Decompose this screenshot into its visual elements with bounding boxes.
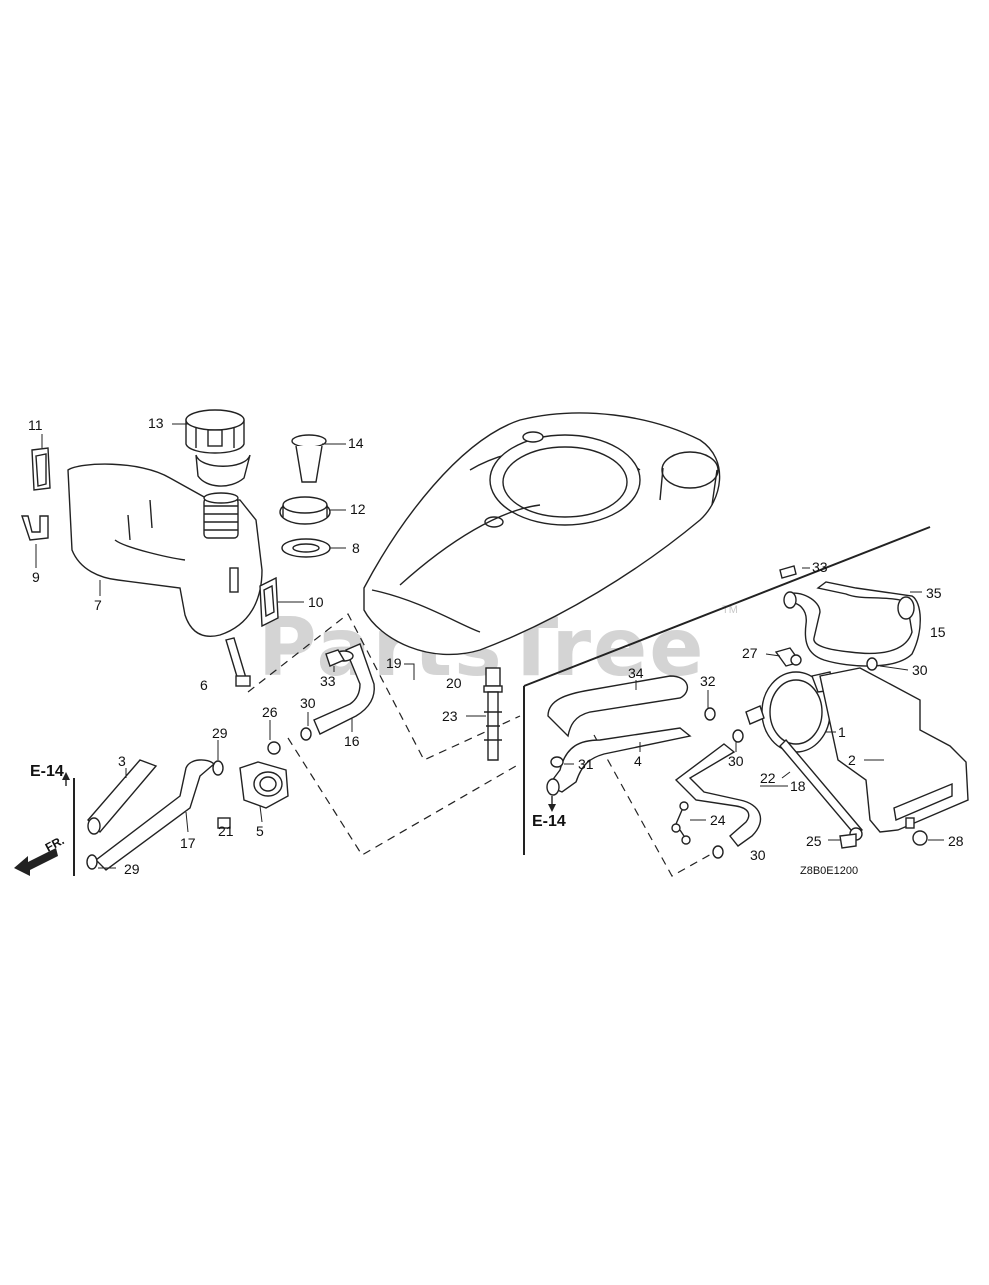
fuel-cap: [185, 409, 251, 487]
e14-right-arrow-head: [548, 804, 556, 812]
e14-left-arrow-head: [62, 772, 70, 780]
callout-6: 6: [200, 677, 208, 693]
callout-12: 12: [350, 501, 366, 517]
callout-7: 7: [94, 597, 102, 613]
callout-18: 18: [790, 778, 806, 794]
callout-17: 17: [180, 835, 196, 851]
front-label: FR.: [43, 833, 67, 854]
callout-16: 16: [344, 733, 360, 749]
callout-33-left: 33: [320, 673, 336, 689]
nut-28: [912, 830, 928, 846]
screw-26: [267, 741, 281, 755]
callout-4: 4: [634, 753, 642, 769]
callout-5: 5: [256, 823, 264, 839]
fuel-valve: [217, 741, 289, 829]
callout-29-lower: 29: [124, 861, 140, 877]
callout-28: 28: [948, 833, 964, 849]
tank-nut: [279, 496, 331, 525]
hose-4: [546, 727, 692, 796]
rubber-pad: [259, 576, 279, 628]
screw-27-head: [790, 654, 802, 666]
fuel-pump: [745, 671, 835, 753]
callout-31: 31: [578, 756, 594, 772]
clamp-30-bottom: [712, 845, 724, 859]
clamp-32: [704, 707, 716, 721]
e14-left-label: E-14: [30, 763, 64, 780]
callout-9: 9: [32, 569, 40, 585]
hose-35: [783, 581, 921, 667]
clip-9: [21, 515, 49, 541]
clip-33-right: [779, 565, 797, 579]
fuel-tank: [67, 463, 263, 637]
bolt-6: [225, 637, 251, 687]
e14-right-label: E-14: [532, 813, 566, 830]
callout-34: 34: [628, 665, 644, 681]
callout-1: 1: [838, 724, 846, 740]
callout-19: 19: [386, 655, 402, 671]
callout-14: 14: [348, 435, 364, 451]
callout-3: 3: [118, 753, 126, 769]
assembly-line-a: [247, 613, 521, 761]
callout-22: 22: [760, 770, 776, 786]
part-21: [217, 817, 231, 829]
section-frame-top: [523, 526, 931, 687]
diagram-code: Z8B0E1200: [800, 865, 858, 877]
callout-10: 10: [308, 594, 324, 610]
clamp-30-left: [300, 727, 312, 741]
clip-33-left: [325, 649, 346, 667]
assembly-line-b: [287, 737, 517, 856]
callout-30-bottom: 30: [750, 847, 766, 863]
callout-32: 32: [700, 673, 716, 689]
pump-bracket: [819, 667, 969, 833]
callout-29-upper: 29: [212, 725, 228, 741]
clamp-30-right: [866, 657, 878, 671]
clip-24: [671, 801, 691, 845]
callout-30-mid: 30: [728, 753, 744, 769]
callout-20: 20: [446, 675, 462, 691]
engine-cover: [363, 412, 721, 656]
leader-30-right: [879, 665, 909, 671]
callout-15: 15: [930, 624, 946, 640]
hose-18: [674, 743, 762, 847]
hose-3: [87, 759, 158, 835]
callout-30-right: 30: [912, 662, 928, 678]
leader-22: [781, 771, 791, 779]
callout-11: 11: [28, 417, 43, 433]
callout-2: 2: [848, 752, 856, 768]
assembly-line-c: [593, 734, 723, 877]
callout-30-left: 30: [300, 695, 316, 711]
front-arrow-icon: [14, 848, 58, 876]
leader-5: [259, 805, 263, 823]
clip-11: [31, 447, 51, 491]
callout-8: 8: [352, 540, 360, 556]
callout-35: 35: [926, 585, 942, 601]
callout-24: 24: [710, 812, 726, 828]
callout-13: 13: [148, 415, 164, 431]
clamp-29-upper: [212, 760, 224, 776]
strainer: [291, 434, 327, 483]
tank-gasket: [281, 538, 331, 558]
hose-34: [547, 675, 689, 738]
hose-17: [86, 759, 216, 871]
callout-23: 23: [442, 708, 458, 724]
callout-26: 26: [262, 704, 278, 720]
callout-33-right: 33: [812, 559, 828, 575]
clamp-30-mid: [732, 729, 744, 743]
callout-27: 27: [742, 645, 758, 661]
part-25: [839, 833, 857, 849]
leader-17: [185, 811, 189, 833]
leader-19: [404, 663, 415, 680]
clip-31: [550, 756, 564, 768]
callout-21: 21: [218, 823, 234, 839]
leader-27: [765, 653, 781, 657]
callout-25: 25: [806, 833, 822, 849]
drain-assembly: [483, 667, 503, 761]
